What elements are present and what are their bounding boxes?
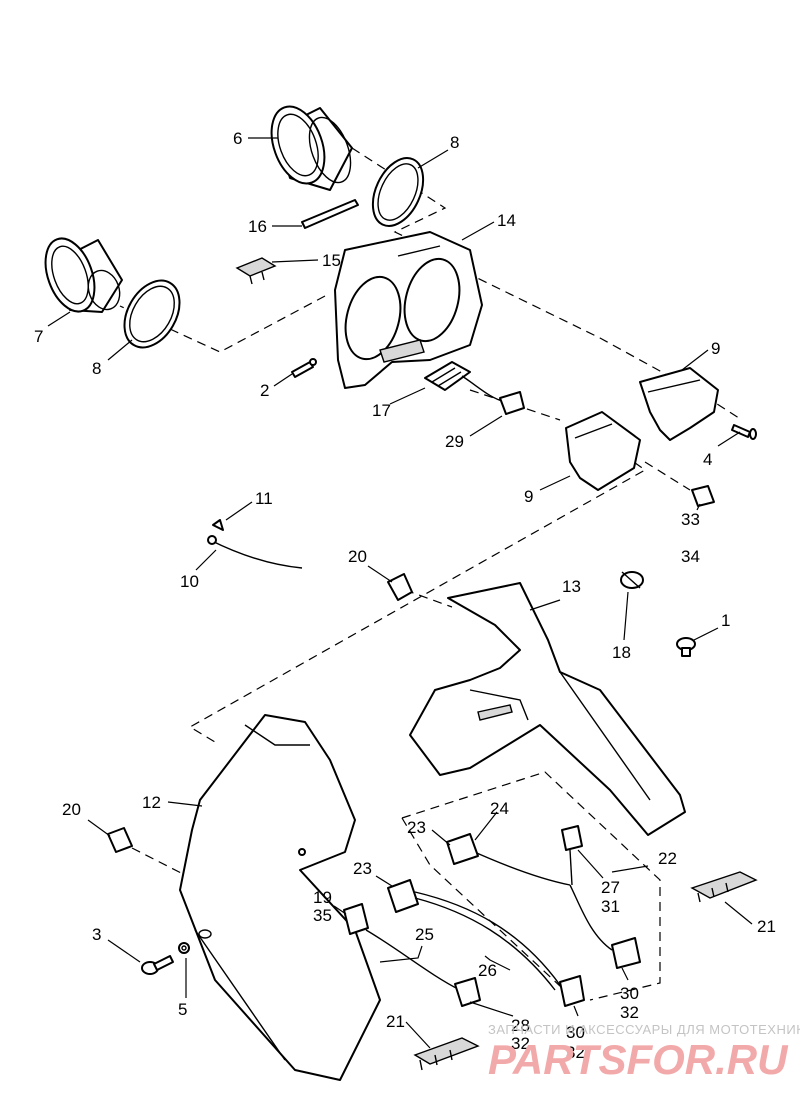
- callout-26: 26: [478, 961, 497, 980]
- callout-14: 14: [497, 211, 516, 230]
- callout-17: 17: [372, 401, 391, 420]
- callout-15: 15: [322, 251, 341, 270]
- callout-5: 5: [178, 1000, 187, 1019]
- callout-2: 2: [260, 381, 269, 400]
- harness-26: [387, 879, 585, 1007]
- harness-25: [343, 903, 481, 1007]
- callout-21: 21: [757, 917, 776, 936]
- bracket-21-right: [690, 871, 758, 903]
- callout-9: 9: [711, 339, 720, 358]
- callout-18: 18: [612, 643, 631, 662]
- callout-24: 24: [490, 799, 509, 818]
- gauge-housing-6: [270, 105, 353, 191]
- callout-32-b: 32: [511, 1034, 530, 1053]
- callout-29: 29: [445, 432, 464, 451]
- callout-11: 11: [255, 489, 273, 508]
- cover-9-lower: [565, 411, 641, 491]
- callout-32: 32: [620, 1003, 639, 1022]
- cover-9-upper: [639, 367, 719, 441]
- callout-25: 25: [415, 925, 434, 944]
- clip-20-upper: [387, 573, 413, 601]
- gasket-ring-8-lower: [123, 279, 181, 349]
- callout-30: 30: [620, 984, 639, 1003]
- callout-13: 13: [562, 577, 581, 596]
- callout-7: 7: [34, 327, 43, 346]
- callout-34: 34: [681, 547, 700, 566]
- callout-30-b: 30: [566, 1023, 585, 1042]
- pin-1: [676, 637, 696, 657]
- callout-22: 22: [658, 849, 677, 868]
- callout-21-lower: 21: [386, 1012, 405, 1031]
- callout-8: 8: [450, 133, 459, 152]
- callout-35: 35: [313, 906, 332, 925]
- gauge-housing-7: [44, 237, 123, 313]
- watermark: ЗАПЧАСТИ И АКСЕССУАРЫ ДЛЯ МОТОТЕХНИКИ PA…: [488, 1022, 800, 1083]
- callout-9-lower: 9: [524, 487, 533, 506]
- callout-10: 10: [180, 572, 199, 591]
- callout-23-lower: 23: [353, 859, 372, 878]
- callout-8-lower: 8: [92, 359, 101, 378]
- callout-19: 19: [313, 888, 332, 907]
- clip-15: [235, 257, 277, 285]
- callout-20: 20: [348, 547, 367, 566]
- callout-28: 28: [511, 1016, 530, 1035]
- watermark-tagline: ЗАПЧАСТИ И АКСЕССУАРЫ ДЛЯ МОТОТЕХНИКИ: [488, 1022, 800, 1037]
- screw-2: [291, 358, 317, 378]
- gasket-ring-8-upper: [371, 157, 425, 227]
- clip-20-lower: [107, 827, 133, 853]
- bracket-21-lower: [413, 1037, 480, 1071]
- callout-32-c: 32: [566, 1043, 585, 1062]
- strip-16: [301, 199, 359, 229]
- callout-31: 31: [601, 897, 620, 916]
- leader-lines: [47, 137, 753, 1049]
- callout-27: 27: [601, 878, 620, 897]
- callout-33: 33: [681, 510, 700, 529]
- harness-22: [446, 825, 641, 969]
- bezel-plate-14: [334, 231, 483, 389]
- bolt-3: [141, 955, 174, 975]
- wire-10: [207, 535, 303, 569]
- washer-5: [178, 942, 190, 954]
- callout-3: 3: [92, 925, 101, 944]
- callout-labels: 6 8 16 14 15 7 8 2 17 29 9 9 4 33 34 11 …: [34, 129, 776, 1062]
- fairing-cover-13: [409, 582, 686, 836]
- callout-1: 1: [721, 611, 730, 630]
- small-connector-33-34: [691, 485, 715, 507]
- screw-4: [731, 424, 757, 440]
- watermark-brand: PARTSFOR.RU: [488, 1036, 789, 1083]
- callout-23: 23: [407, 818, 426, 837]
- connector-17: [424, 361, 471, 391]
- connector-29: [461, 375, 525, 415]
- fairing-cover-12: [179, 714, 381, 1081]
- callout-16: 16: [248, 217, 267, 236]
- callout-6: 6: [233, 129, 242, 148]
- tie-11: [212, 519, 224, 531]
- callout-20-lower: 20: [62, 800, 81, 819]
- callout-4: 4: [703, 450, 712, 469]
- clamp-18: [620, 571, 644, 589]
- callout-12: 12: [142, 793, 161, 812]
